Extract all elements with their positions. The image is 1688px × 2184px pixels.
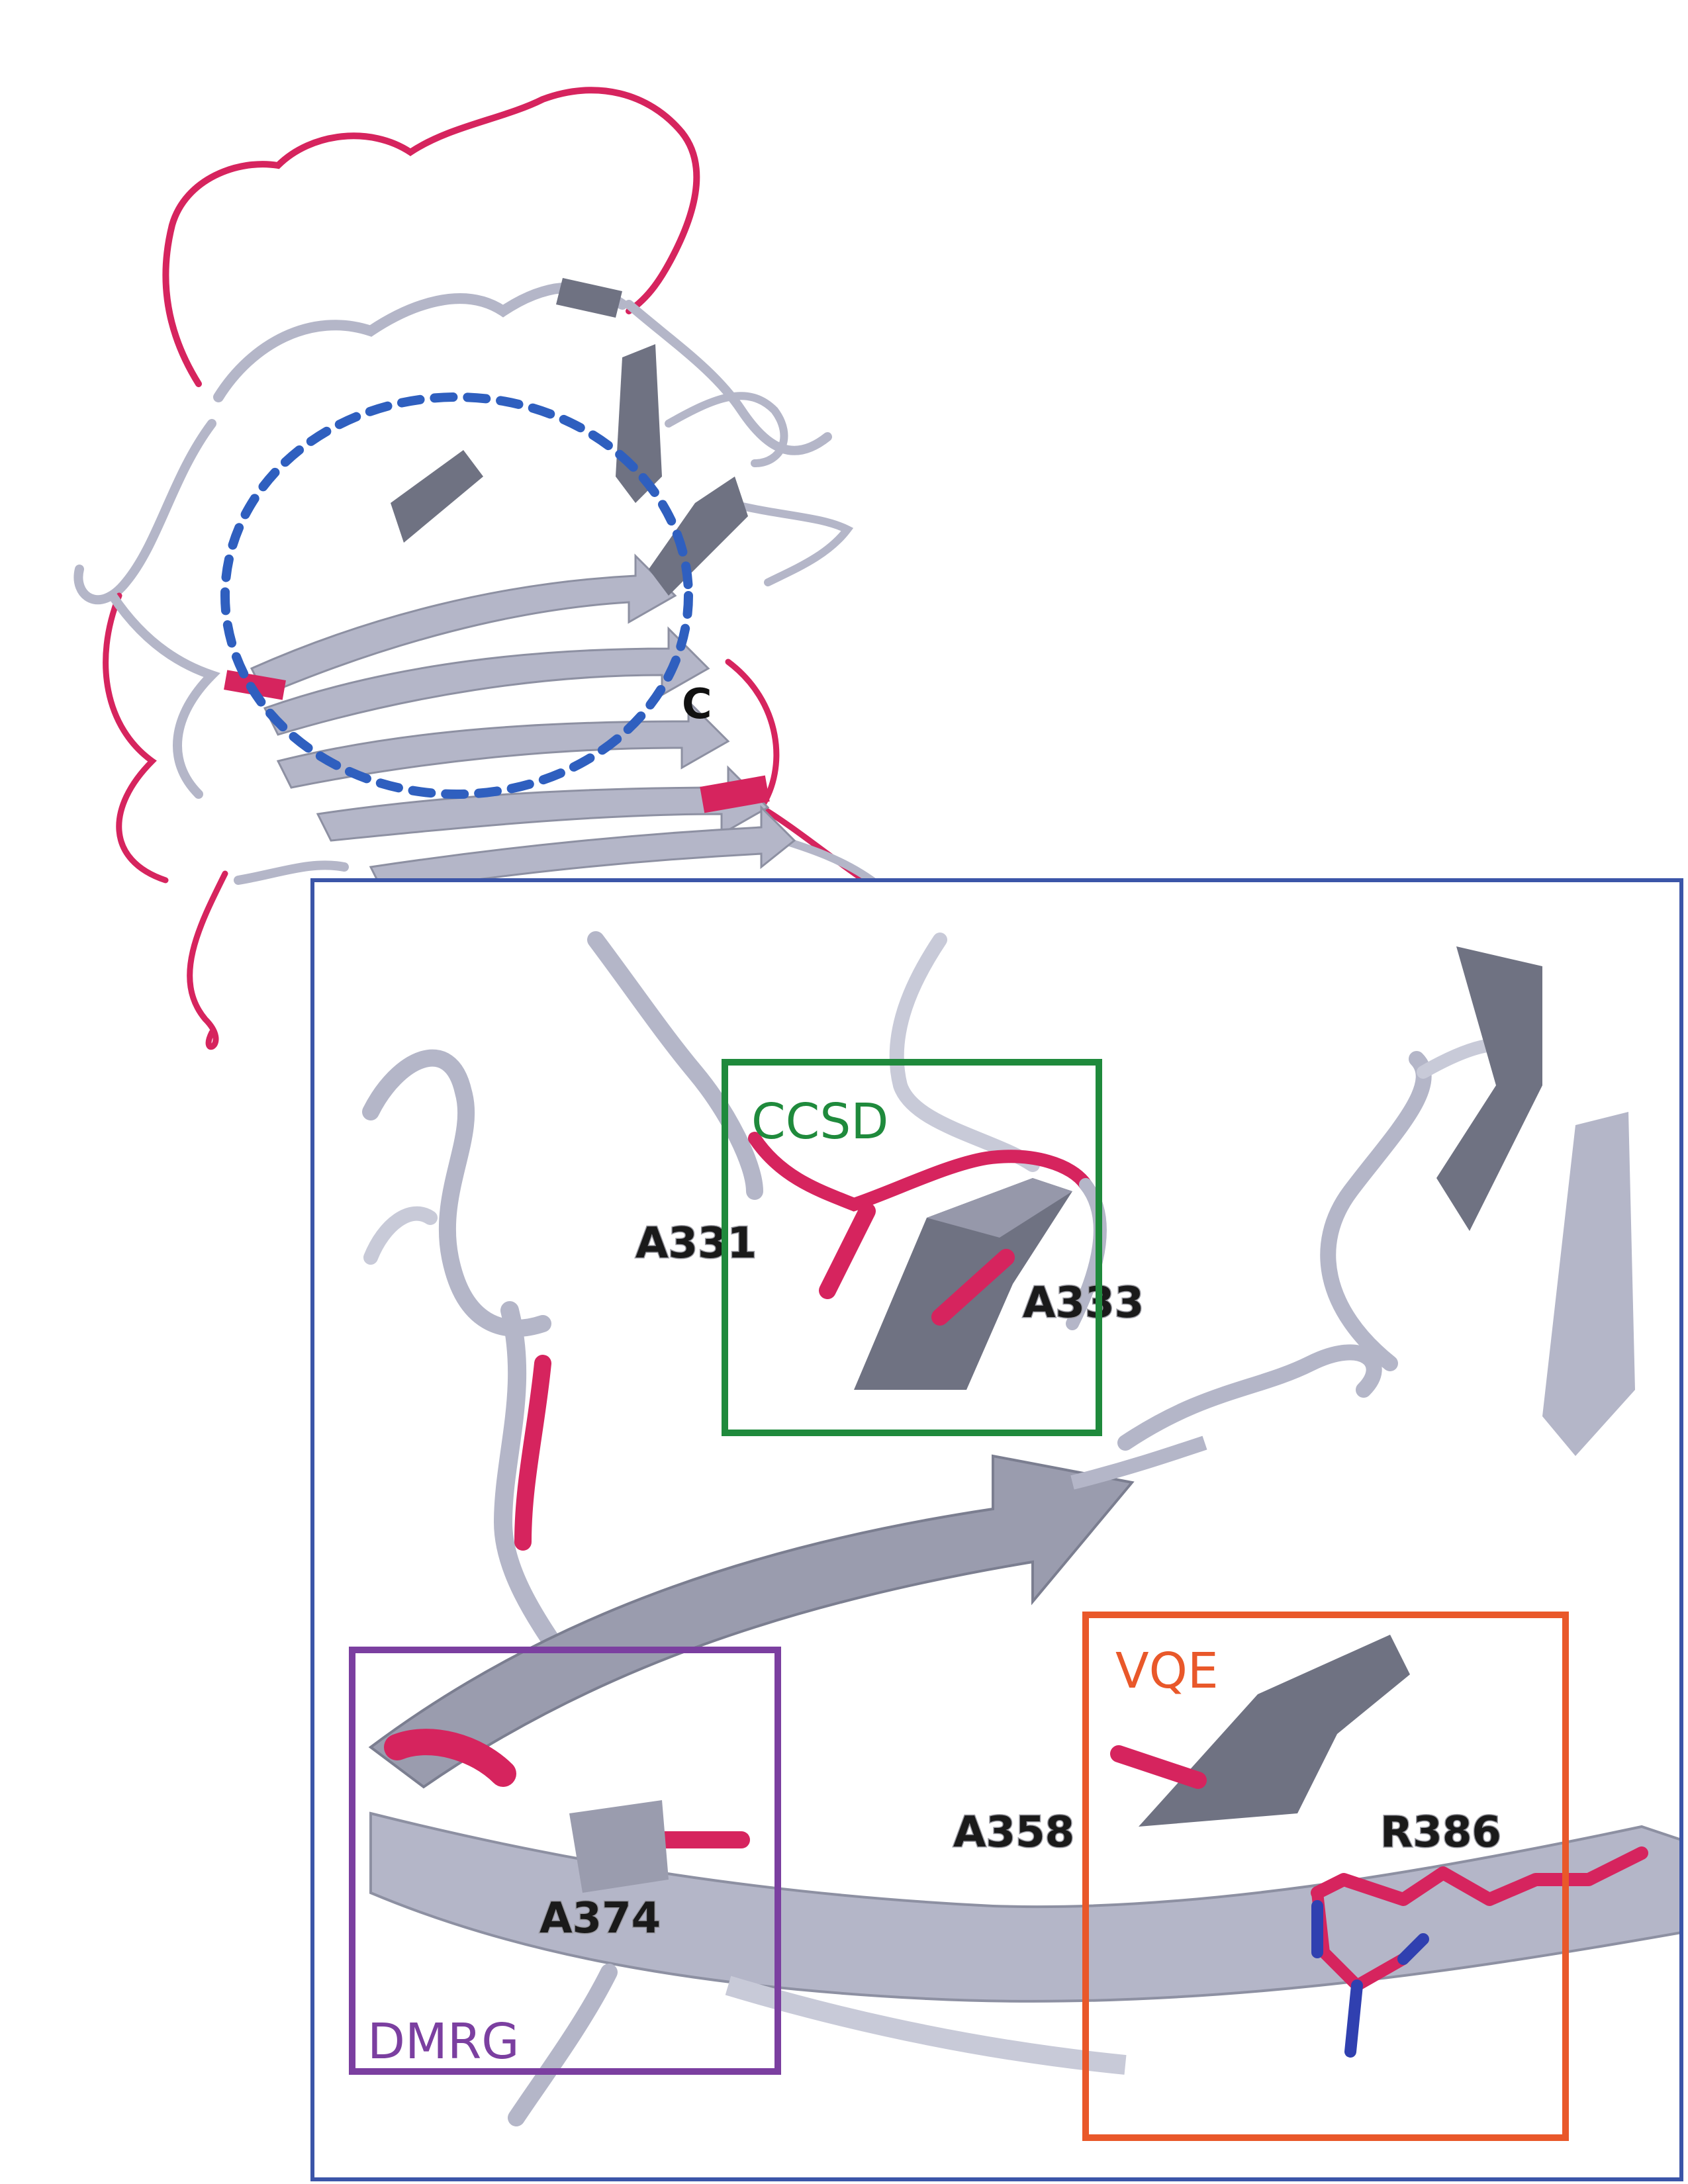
vqe-box: [1082, 1612, 1569, 2141]
inset-border: [310, 878, 1683, 2181]
overview-structure: C: [73, 87, 884, 1050]
vqe-label: VQE: [1115, 1643, 1219, 1700]
residue-label-a358: A358: [953, 1808, 1074, 1857]
dmrg-label: DMRG: [367, 2013, 520, 2070]
c-terminus-label: C: [682, 680, 712, 728]
residue-label-a331: A331: [635, 1219, 757, 1268]
ccsd-box: [722, 1059, 1102, 1436]
ccsd-label: CCSD: [751, 1093, 888, 1150]
dmrg-box: [349, 1647, 781, 2075]
residue-label-r386: R386: [1380, 1808, 1501, 1857]
residue-label-a374: A374: [539, 1894, 661, 1943]
inset-panel: A331 A333 A358 R386 A374 CCSD VQE DMRG: [310, 878, 1683, 2181]
residue-label-a333: A333: [1023, 1279, 1144, 1328]
